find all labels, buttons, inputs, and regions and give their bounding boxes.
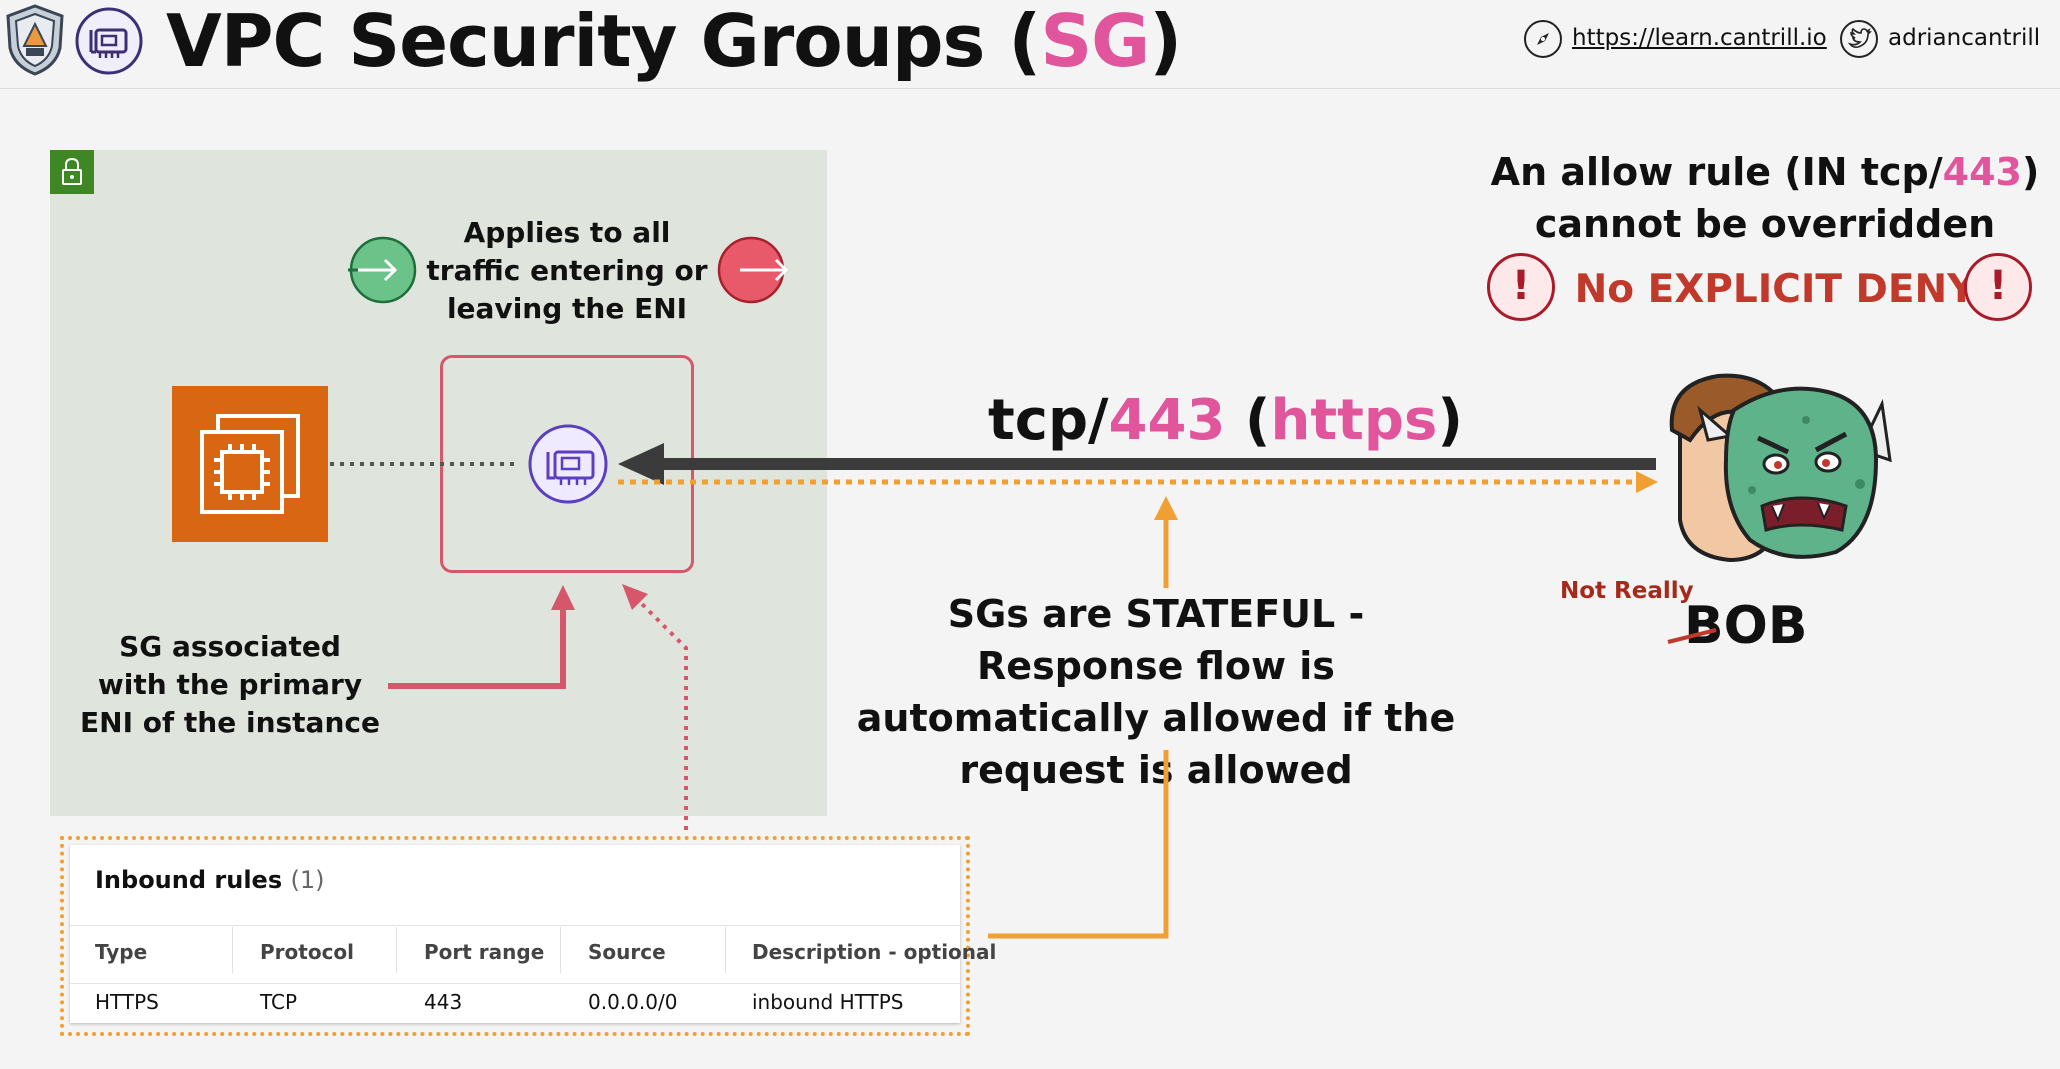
allow-rule-port: 443	[1942, 150, 2022, 194]
column-divider	[725, 927, 726, 973]
ec2-instance-icon	[172, 386, 328, 542]
request-arrowhead	[618, 443, 664, 485]
rules-to-sg-connector	[634, 596, 688, 830]
sg-association-caption: SG associated with the primary ENI of th…	[80, 630, 380, 739]
allow-rule-line1: An allow rule (IN tcp/443)	[1480, 146, 2050, 198]
title-suffix: )	[1149, 0, 1182, 83]
inbound-rules-heading: Inbound rules	[95, 866, 283, 894]
table-divider	[70, 925, 960, 926]
eni-icon	[528, 424, 608, 504]
flow-proto: tcp/	[988, 388, 1109, 453]
column-header-source[interactable]: Source	[588, 940, 666, 964]
slide-header	[0, 0, 2060, 89]
flow-scheme: https	[1270, 388, 1438, 453]
inbound-rules-count: (1)	[290, 866, 325, 894]
bob-monster-icon	[1669, 373, 1892, 563]
table-divider	[70, 983, 960, 984]
twitter-icon	[1840, 19, 1878, 58]
column-header-port-range[interactable]: Port range	[424, 940, 545, 964]
eni-icon	[75, 7, 143, 75]
no-explicit-deny-label: No EXPLICIT DENY	[1574, 267, 1976, 312]
exclamation-icon: !	[1964, 253, 2032, 321]
column-header-protocol[interactable]: Protocol	[260, 940, 355, 964]
inbound-rules-panel	[70, 845, 960, 1023]
rule-cell-type: HTTPS	[95, 990, 159, 1014]
column-divider	[232, 927, 233, 973]
bob-label: BOB	[1684, 596, 1808, 656]
not-really-label: Not Really	[1560, 578, 1694, 604]
twitter-handle: adriancantrill	[1888, 25, 2041, 51]
lock-icon	[50, 150, 94, 194]
traffic-flow-label: tcp/443 (https)	[988, 385, 1463, 457]
flow-close: )	[1437, 388, 1463, 453]
flow-open: (	[1225, 388, 1271, 453]
inbound-arrow-icon	[348, 236, 417, 304]
compass-icon	[1524, 19, 1562, 58]
inbound-rules-highlight	[60, 836, 970, 1036]
page-title: VPC Security Groups (SG)	[166, 0, 1182, 83]
column-divider	[396, 927, 397, 973]
bob-strikethrough	[1667, 628, 1717, 644]
url-text[interactable]: https://learn.cantrill.io	[1572, 25, 1827, 51]
inbound-rules-title: Inbound rules (1)	[95, 866, 324, 894]
rule-cell-port-range: 443	[424, 990, 463, 1014]
column-divider	[560, 927, 561, 973]
url-link[interactable]: https://learn.cantrill.io	[1524, 16, 1827, 60]
flow-port: 443	[1108, 388, 1226, 453]
rules-to-stateful-connector	[988, 750, 1169, 939]
shield-logo-icon	[6, 4, 64, 76]
column-header-description[interactable]: Description - optional	[752, 940, 997, 964]
rule-cell-description: inbound HTTPS	[752, 990, 904, 1014]
applies-caption: Applies to all traffic entering or leavi…	[426, 216, 708, 325]
allow-rule-caption: An allow rule (IN tcp/443) cannot be ove…	[1480, 146, 2050, 250]
sg-association-arrow	[388, 604, 566, 689]
response-arrowhead	[1636, 471, 1658, 493]
allow-rule-prefix: An allow rule (IN tcp/	[1490, 150, 1943, 194]
allow-rule-suffix: )	[2021, 150, 2040, 194]
stateful-caption: SGs are STATEFUL - Response flow is auto…	[856, 592, 1456, 792]
rule-cell-protocol: TCP	[260, 990, 298, 1014]
outbound-arrow-icon	[717, 236, 789, 304]
allow-rule-line2: cannot be overridden	[1534, 202, 1996, 246]
column-header-type[interactable]: Type	[95, 940, 148, 964]
exclamation-icon: !	[1487, 253, 1555, 321]
title-prefix: VPC Security Groups (	[166, 0, 1041, 83]
title-highlight: SG	[1040, 0, 1150, 83]
rule-cell-source: 0.0.0.0/0	[588, 990, 678, 1014]
twitter-link[interactable]: adriancantrill	[1840, 16, 2040, 60]
